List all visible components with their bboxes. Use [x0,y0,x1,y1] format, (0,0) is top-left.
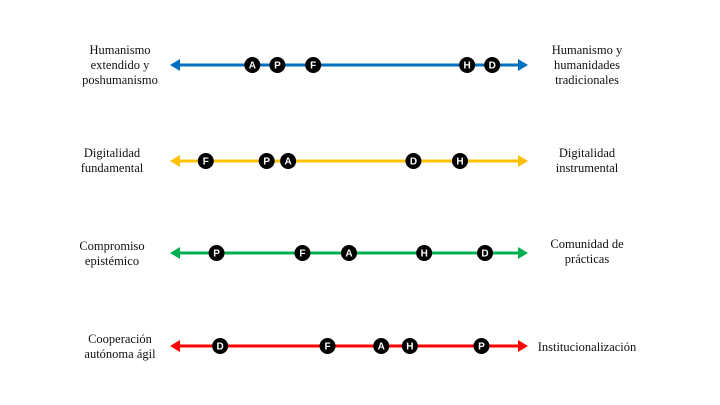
marker-p-row-2: P [258,153,275,169]
marker-letter: H [464,61,471,72]
left-arrowhead-2 [170,155,180,167]
marker-d-row-4: D [212,338,229,354]
marker-p-row-1: P [269,57,286,73]
marker-h-row-4: H [401,338,418,354]
marker-circle [416,245,433,261]
marker-h-row-2: H [451,153,468,169]
marker-letter: D [217,342,224,353]
marker-circle [373,338,390,354]
marker-a-row-1: A [244,57,261,73]
row-4-right-label: Institucionalización [537,340,637,354]
marker-circle [401,338,418,354]
marker-d-row-1: D [484,57,501,73]
marker-letter: H [406,342,413,353]
marker-letter: F [203,157,209,168]
marker-circle [294,245,311,261]
marker-a-row-4: A [373,338,390,354]
row-1-right-label: Humanismo y humanidades tradicionales [551,43,623,87]
marker-circle [258,153,275,169]
row-2-left-label: Digitalidad fundamental [80,146,144,175]
marker-letter: D [489,61,496,72]
marker-letter: H [456,157,463,168]
marker-letter: A [249,61,256,72]
right-arrowhead-1 [518,59,528,71]
marker-letter: D [410,157,417,168]
marker-letter: H [421,249,428,260]
marker-letter: F [324,342,330,353]
right-arrowhead-4 [518,340,528,352]
row-1-left-label: Humanismo extendido y poshumanismo [82,43,158,87]
marker-letter: F [310,61,316,72]
marker-circle [451,153,468,169]
marker-circle [197,153,214,169]
marker-p-row-3: P [208,245,225,261]
marker-letter: P [478,342,485,353]
left-arrowhead-3 [170,247,180,259]
marker-circle [305,57,322,73]
marker-h-row-3: H [416,245,433,261]
row-3-right-label: Comunidad de prácticas [550,237,624,266]
marker-f-row-4: F [319,338,336,354]
marker-circle [473,338,490,354]
left-arrowhead-1 [170,59,180,71]
marker-f-row-3: F [294,245,311,261]
marker-letter: F [299,249,305,260]
marker-a-row-3: A [341,245,357,261]
marker-h-row-1: H [459,57,476,73]
marker-circle [484,57,501,73]
marker-letter: P [213,249,220,260]
marker-circle [459,57,476,73]
marker-circle [212,338,229,354]
marker-letter: A [345,249,352,260]
marker-letter: A [378,342,385,353]
right-arrowhead-3 [518,247,528,259]
marker-circle [244,57,261,73]
marker-circle [405,153,422,169]
marker-circle [269,57,286,73]
marker-circle [280,153,297,169]
marker-circle [319,338,336,354]
marker-circle [477,245,494,261]
right-arrowhead-2 [518,155,528,167]
marker-letter: A [285,157,292,168]
marker-circle [208,245,225,261]
marker-a-row-2: A [280,153,297,169]
marker-d-row-2: D [405,153,422,169]
marker-letter: P [263,157,270,168]
marker-p-row-4: P [473,338,490,354]
marker-d-row-3: D [477,245,494,261]
row-3-left-label: Compromiso epistémico [79,239,145,268]
left-arrowhead-4 [170,340,180,352]
marker-f-row-2: F [197,153,214,169]
row-4-left-label: Cooperación autónoma ágil [84,332,156,361]
marker-f-row-1: F [305,57,322,73]
marker-letter: D [481,249,488,260]
row-2-right-label: Digitalidad instrumental [555,146,619,175]
marker-letter: P [274,61,281,72]
marker-circle [341,245,357,261]
